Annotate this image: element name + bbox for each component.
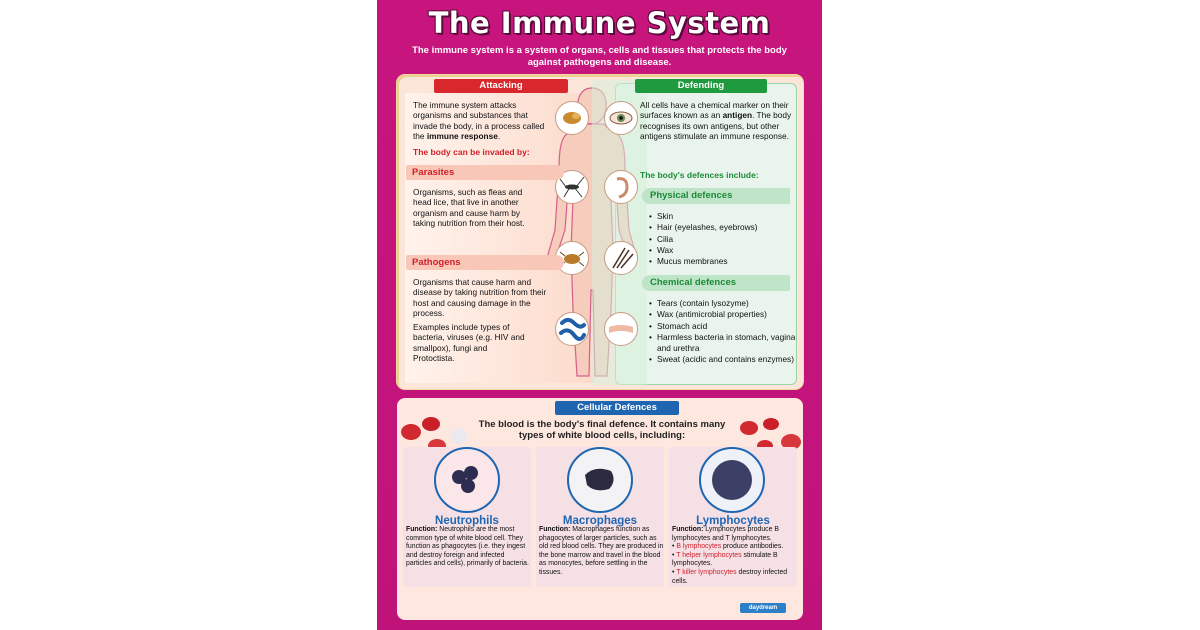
pathogens-title: Pathogens — [406, 255, 564, 270]
neutrophil-icon — [434, 447, 500, 513]
defences-heading: The body's defences include: — [640, 170, 759, 180]
macrophage-icon — [567, 447, 633, 513]
list-item: Wax — [649, 245, 758, 257]
poster-title: The Immune System — [428, 6, 771, 40]
t-helper-label: T helper lymphocytes — [676, 551, 742, 559]
list-item: Wax (antimicrobial properties) — [649, 309, 799, 321]
flea-icon — [555, 101, 589, 135]
list-item: Harmless bacteria in stomach, vagina and… — [649, 332, 799, 355]
pathogens-examples: Examples include types of bacteria, viru… — [413, 322, 525, 364]
list-item: Sweat (acidic and contains enzymes) — [649, 354, 799, 366]
pathogens-text: Organisms that cause harm and disease by… — [413, 277, 547, 319]
red-blood-cells-right — [740, 418, 801, 452]
publisher-logo: daydream — [740, 603, 786, 613]
list-item: Tears (contain lysozyme) — [649, 298, 799, 310]
chemical-defences-list: Tears (contain lysozyme) Wax (antimicrob… — [649, 298, 799, 366]
defending-header: Defending — [635, 79, 767, 93]
bacteria-icon — [555, 312, 589, 346]
macrophages-function: Function: Macrophages function as phagoc… — [539, 526, 664, 576]
list-item: Cilia — [649, 234, 758, 246]
attack-defend-panel: Attacking Defending The immune system at… — [397, 75, 803, 389]
cellular-defences-header: Cellular Defences — [555, 401, 679, 415]
b-lymphocytes-label: B lymphocytes — [676, 543, 722, 551]
eye-icon — [604, 101, 638, 135]
physical-defences-title: Physical defences — [642, 188, 790, 204]
attacking-intro: The immune system attacks organisms and … — [413, 100, 545, 142]
skin-layer-icon — [604, 312, 638, 346]
attacking-header: Attacking — [434, 79, 568, 93]
lymphocytes-function: Function: Lymphocytes produce B lymphocy… — [672, 526, 788, 585]
neutrophils-name: Neutrophils — [435, 515, 499, 527]
poster: The Immune System The immune system is a… — [377, 0, 822, 630]
hair-follicle-icon — [604, 241, 638, 275]
parasites-text: Organisms, such as fleas and head lice, … — [413, 187, 525, 229]
macrophages-name: Macrophages — [562, 515, 638, 527]
lymphocytes-name: Lymphocytes — [696, 515, 770, 527]
physical-defences-list: Skin Hair (eyelashes, eyebrows) Cilia Wa… — [649, 211, 758, 268]
cellular-intro: The blood is the body's final defence. I… — [478, 419, 726, 441]
neutrophils-function: Function: Neutrophils are the most commo… — [406, 526, 529, 568]
invaded-heading: The body can be invaded by: — [413, 147, 530, 157]
ear-icon — [604, 170, 638, 204]
list-item: Mucus membranes — [649, 256, 758, 268]
lymphocyte-icon — [699, 447, 765, 513]
chemical-defences-title: Chemical defences — [642, 275, 790, 291]
cellular-defences-panel: Cellular Defences The blood is the body'… — [397, 398, 803, 620]
t-killer-label: T killer lymphocytes — [676, 568, 737, 576]
list-item: Skin — [649, 211, 758, 223]
defending-intro: All cells have a chemical marker on thei… — [640, 100, 792, 142]
list-item: Stomach acid — [649, 321, 799, 333]
list-item: Hair (eyelashes, eyebrows) — [649, 222, 758, 234]
poster-subtitle: The immune system is a system of organs,… — [412, 45, 787, 68]
parasites-title: Parasites — [406, 165, 564, 180]
